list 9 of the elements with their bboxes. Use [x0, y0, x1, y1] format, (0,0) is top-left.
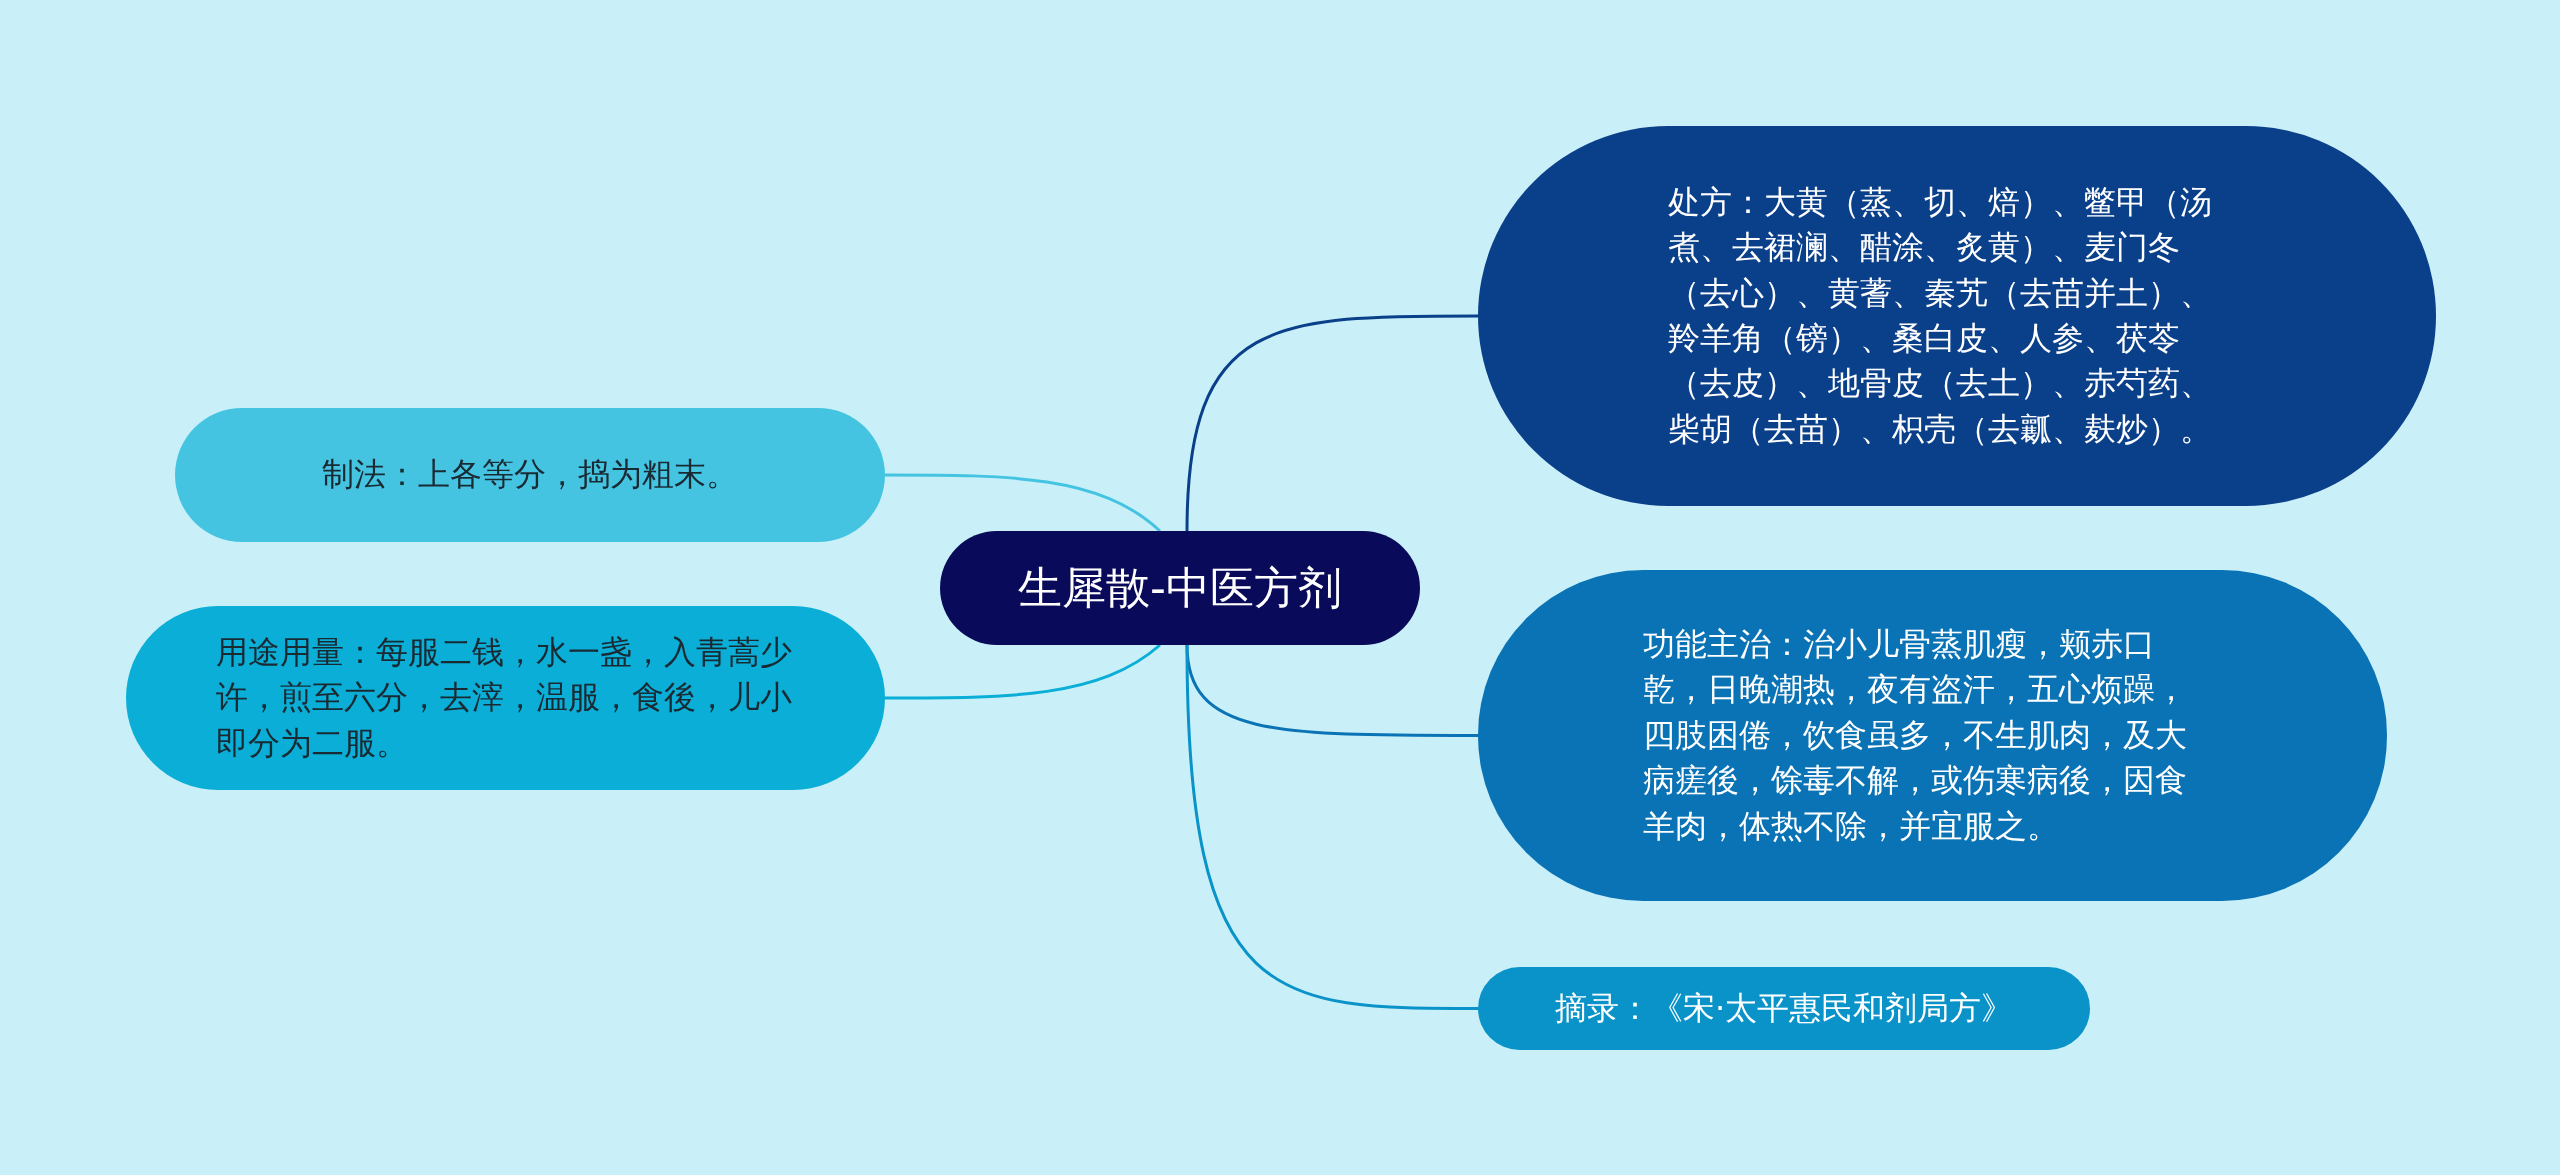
topic-box: 制法：上各等分，捣为粗末。 [175, 408, 885, 542]
topic-box: 处方：大黄（蒸、切、焙）、鳖甲（汤煮、去裙澜、醋涂、炙黄）、麦门冬（去心）、黄蓍、秦艽（去苗并土）、羚羊角（镑）、桑白皮、人参、茯苓（去皮）、地骨皮（去土）、赤芍药、柴胡（去苗）、枳壳（去瓤、麸炒）。 [1478, 126, 2436, 506]
connector-line [885, 643, 1161, 700]
central-topic: 生犀散-中医方剂 [940, 531, 1420, 645]
topic-box: 摘录：《宋·太平惠民和剂局方》 [1478, 967, 2090, 1050]
connector-line [1185, 314, 1478, 532]
topic-box: 功能主治：治小儿骨蒸肌瘦，颊赤口乾，日晚潮热，夜有盗汗，五心烦躁，四肢困倦，饮食虽多，不生肌肉，及大病瘥後，馀毒不解，或伤寒病後，因食羊肉，体热不除，并宜服之。 [1478, 570, 2387, 901]
topic-box: 用途用量：每服二钱，水一盏，入青蒿少许，煎至六分，去滓，温服，食後，儿小即分为二服。 [126, 606, 885, 790]
connector-line [885, 473, 1161, 533]
